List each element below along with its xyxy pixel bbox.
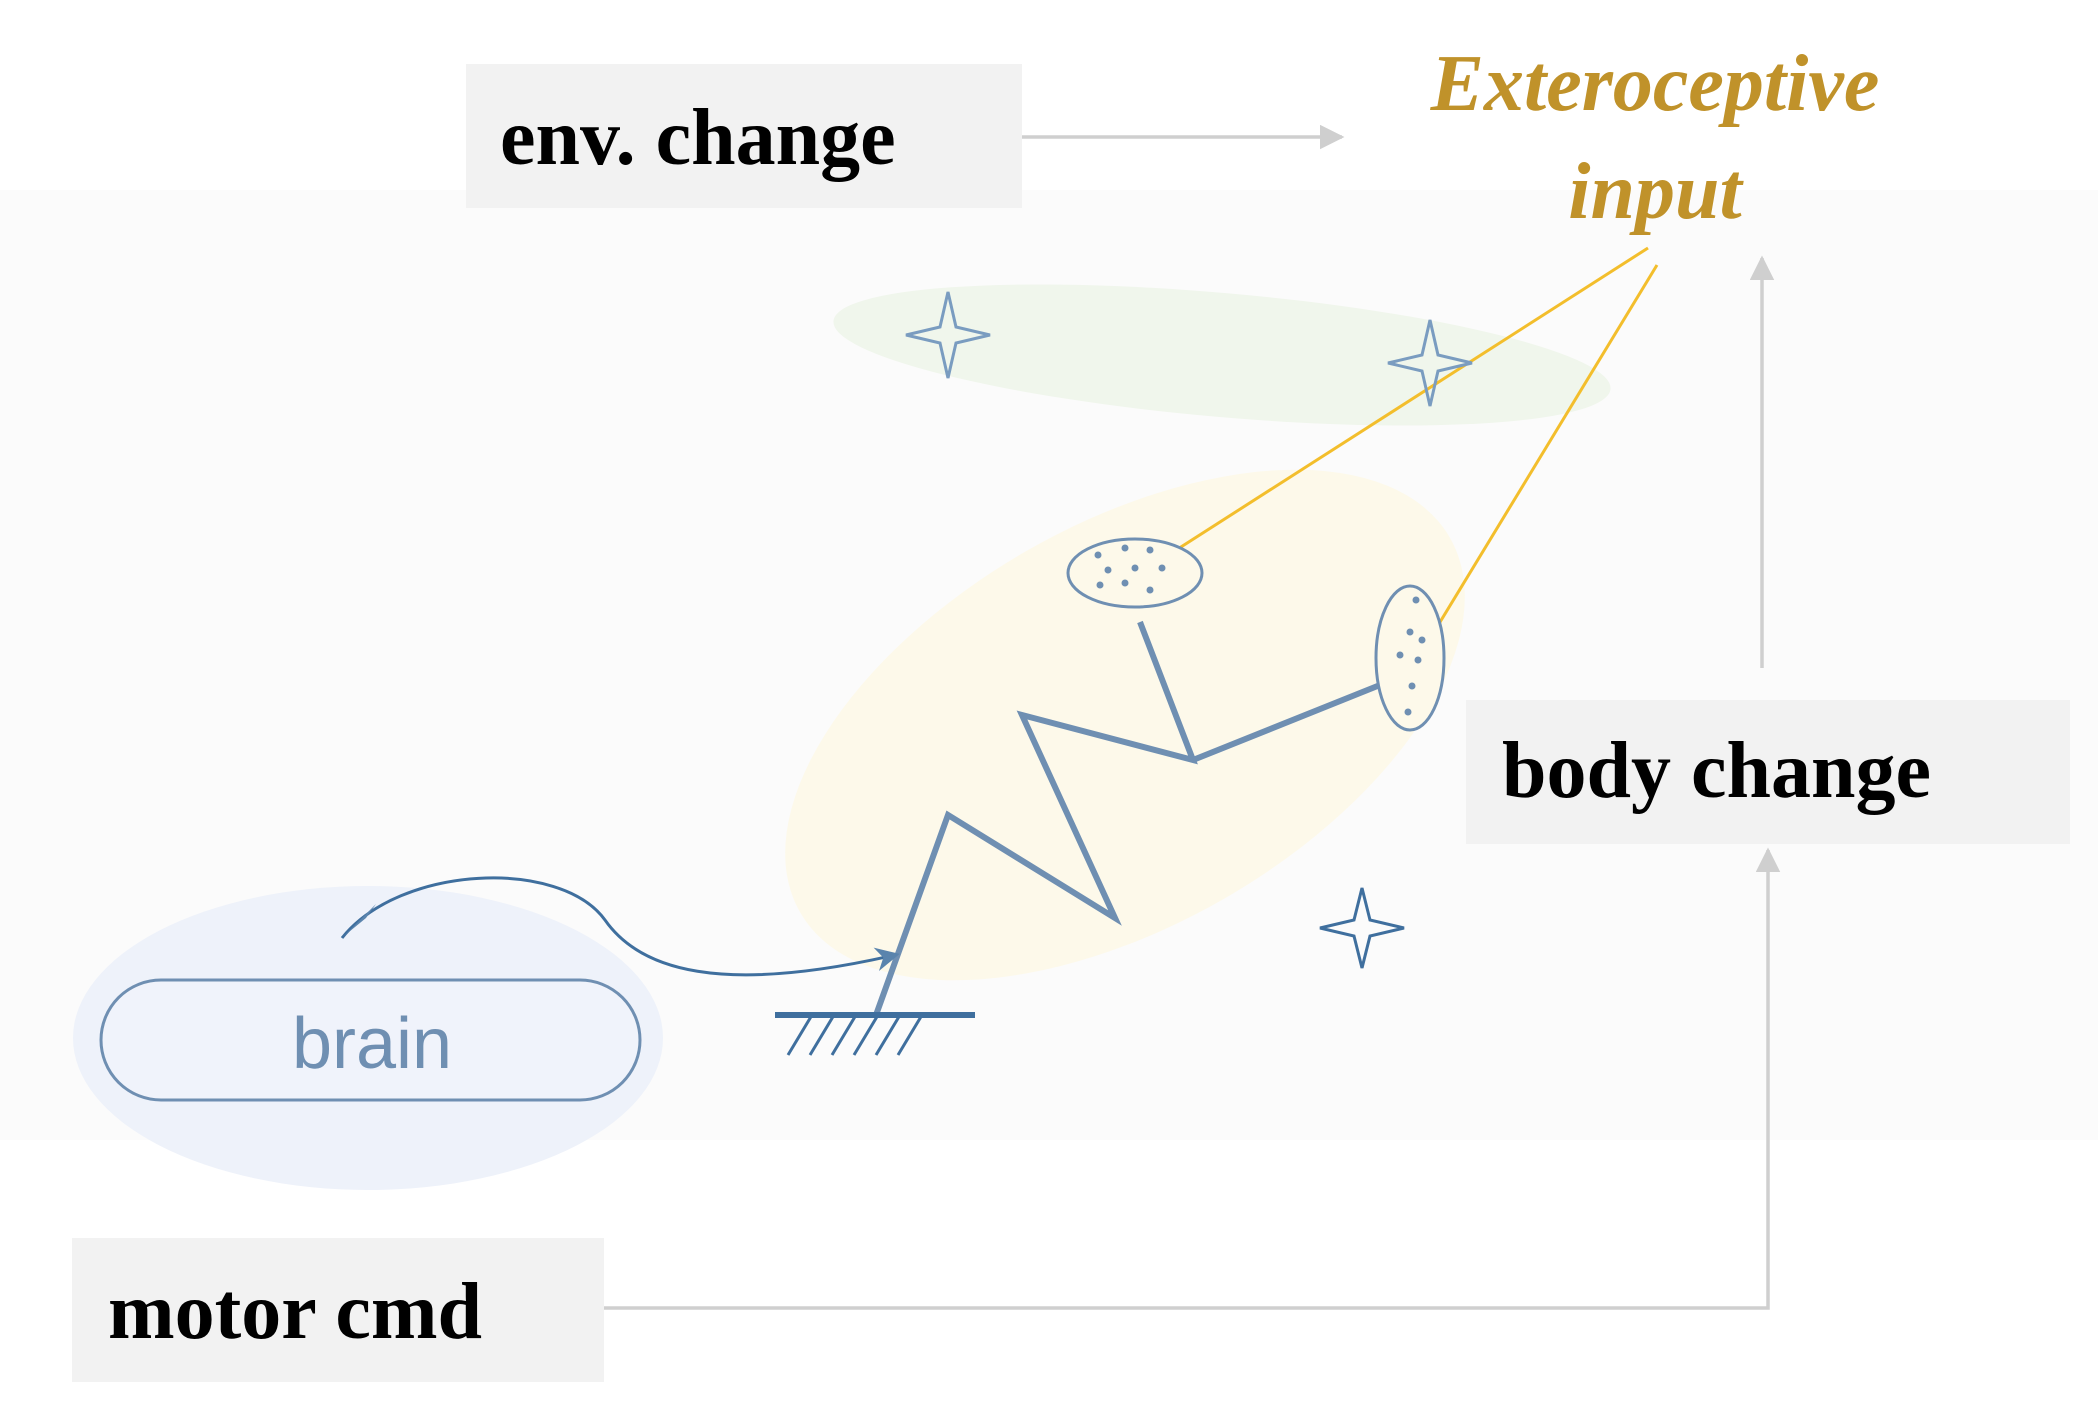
brain-label: brain	[292, 1004, 452, 1084]
motor-to-body-arrow	[604, 847, 1781, 1310]
environment-region	[833, 284, 1611, 426]
exteroceptive-label-line1: Exteroceptive	[1430, 40, 1880, 128]
body-change-label: body change	[1502, 727, 1931, 815]
env-change-box	[466, 64, 1022, 208]
exteroceptive-label-line2: input	[1568, 148, 1744, 236]
sensor-line-lower	[1418, 264, 1659, 656]
body-region	[785, 469, 1465, 981]
env-change-label: env. change	[500, 94, 896, 182]
motor-cmd-label: motor cmd	[108, 1268, 482, 1356]
body-change-box	[1466, 700, 2070, 844]
sensor-patch-lower	[1374, 584, 1446, 732]
motor-cmd-box	[72, 1238, 604, 1382]
star-icon	[905, 291, 991, 379]
sensor-dots-upper	[1094, 544, 1166, 594]
robot-arm-branch	[1191, 682, 1382, 763]
ground-hatch	[786, 1014, 924, 1056]
sensor-patch-upper	[1066, 537, 1204, 609]
star-icon	[1387, 319, 1473, 407]
brain-arrowhead-icon	[344, 904, 376, 936]
robot-arm	[873, 620, 1198, 1017]
star-icon	[1319, 887, 1405, 969]
sensor-dots-lower	[1396, 596, 1426, 716]
sensor-line-upper	[1144, 246, 1649, 572]
brain-capsule	[99, 978, 642, 1102]
feedback-curve	[340, 876, 900, 977]
